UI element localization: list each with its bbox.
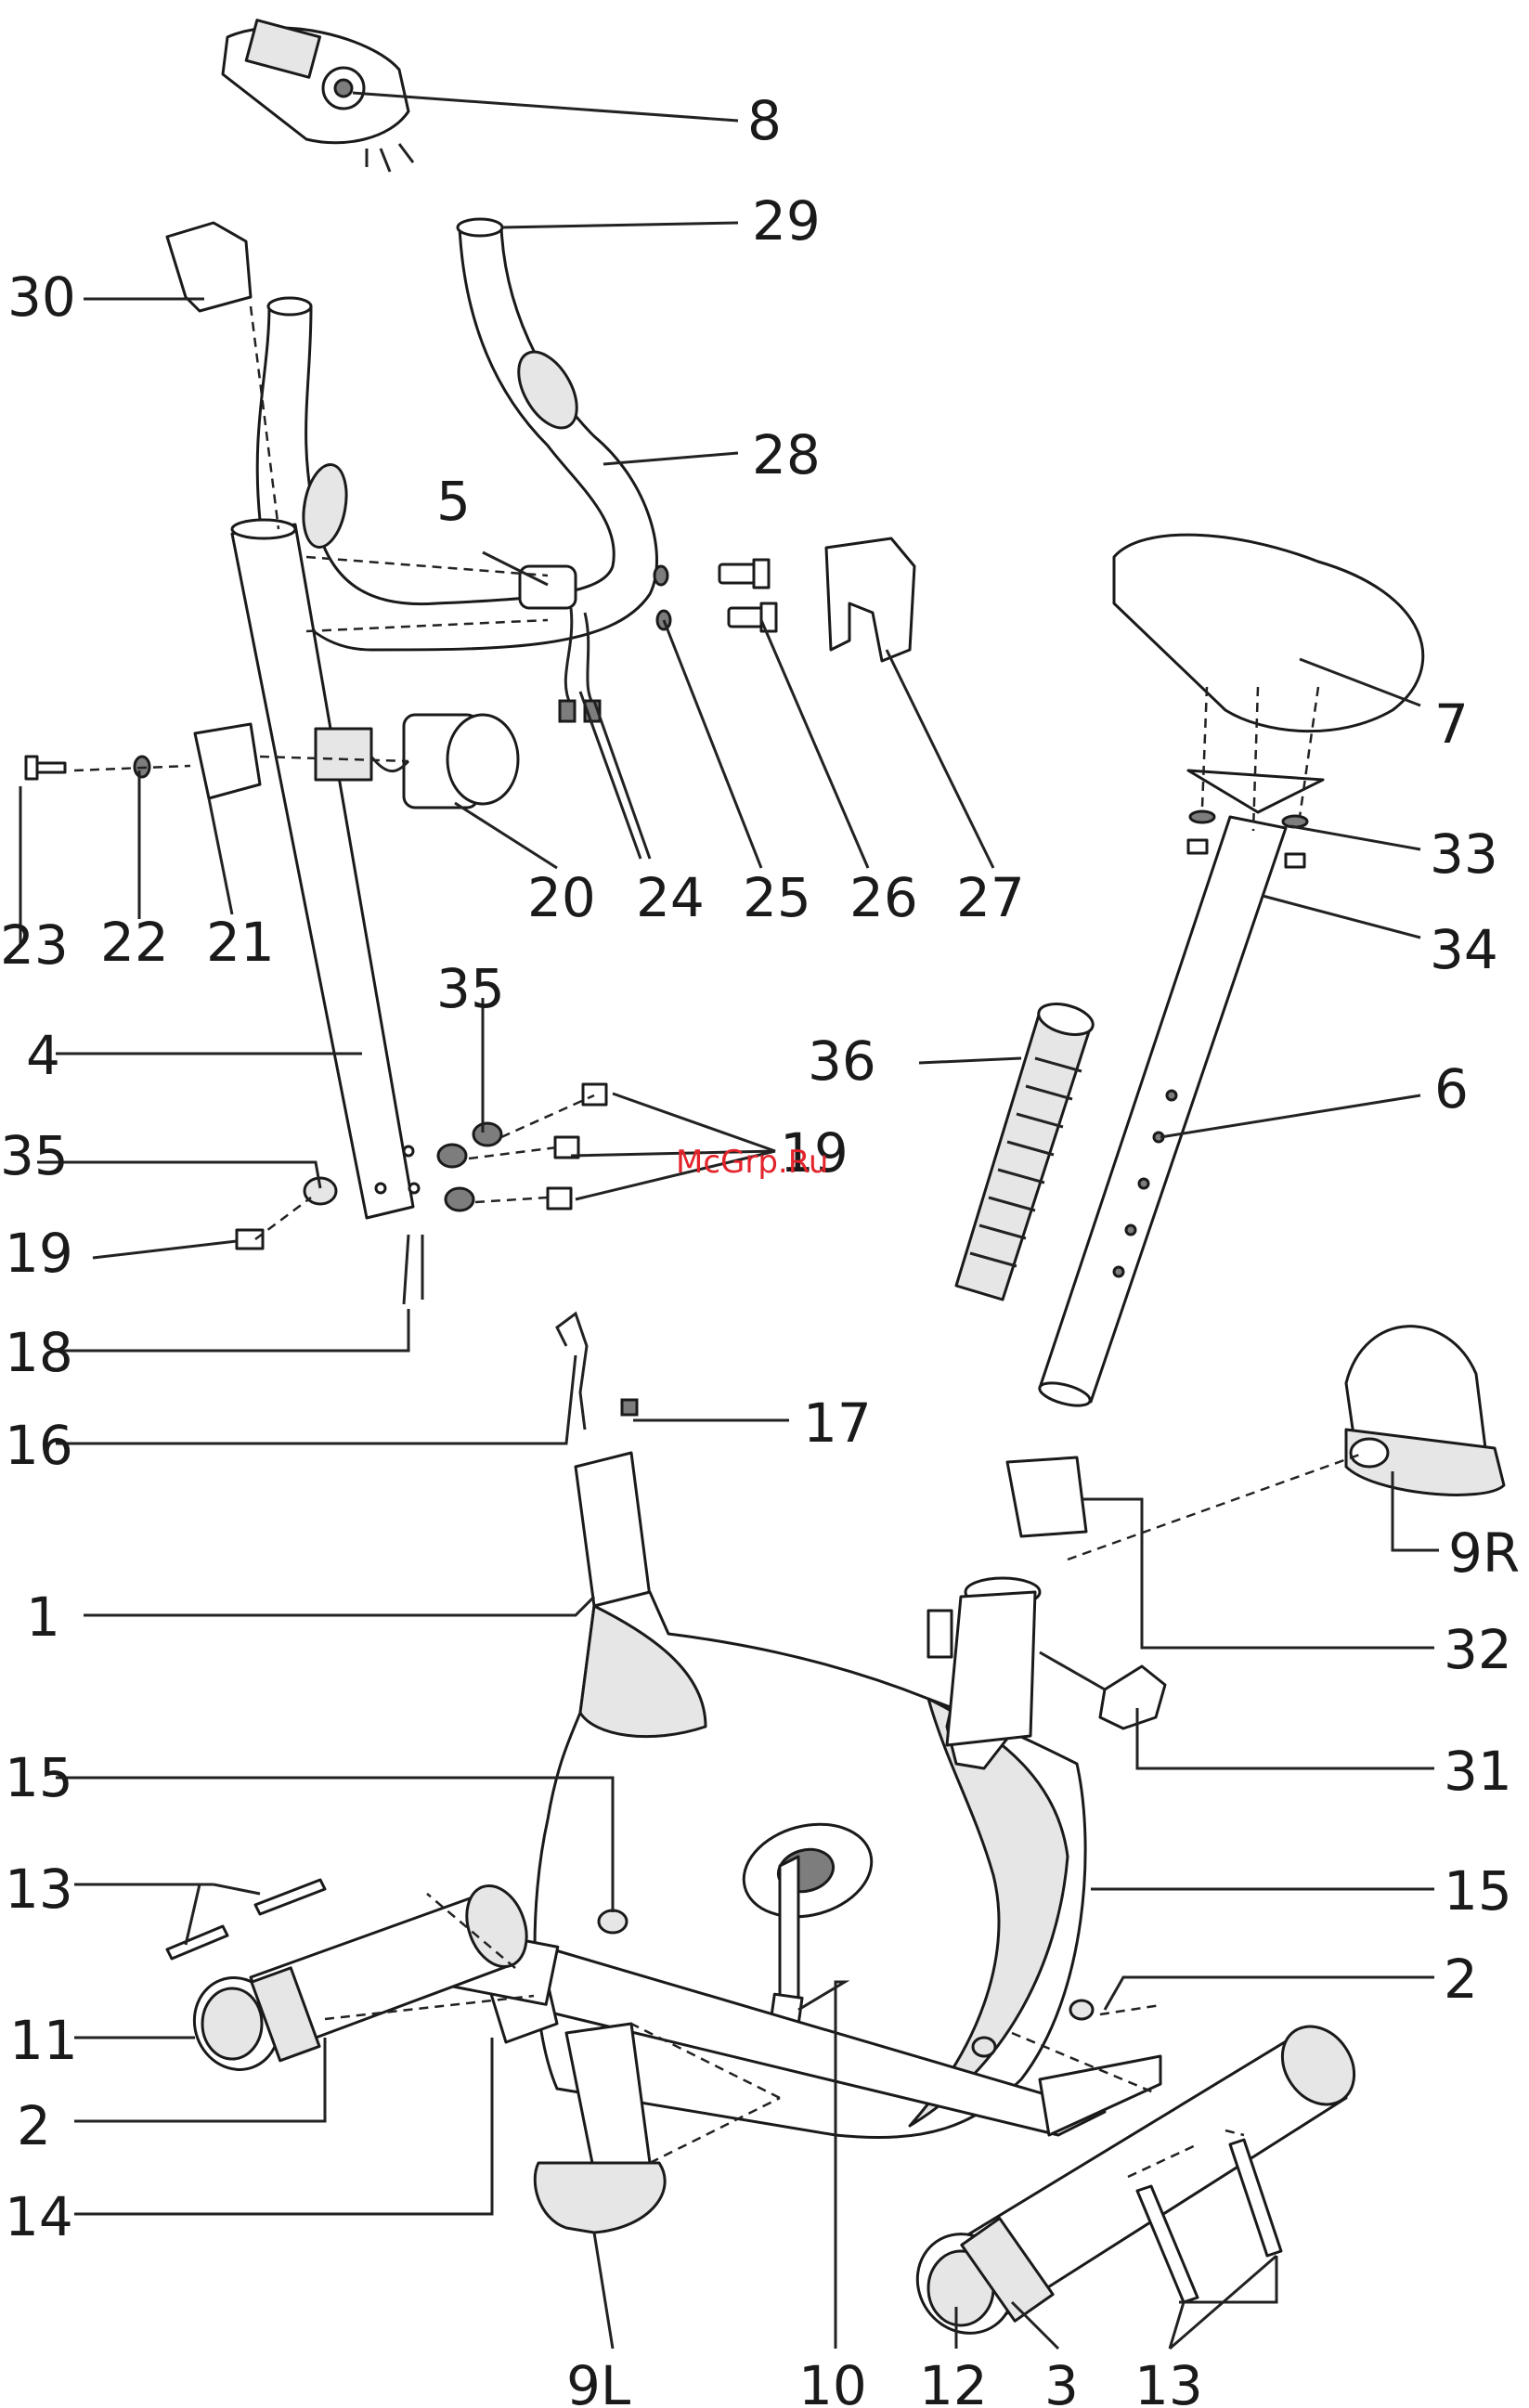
callout-14-right: 2 [1444, 1948, 1478, 2011]
callout-28: 28 [752, 423, 821, 486]
callout-8: 8 [747, 89, 782, 152]
callout-32: 32 [1444, 1618, 1512, 1681]
callout-30: 30 [7, 265, 76, 329]
callout-35-top: 35 [436, 957, 505, 1020]
tension-knob-part [316, 715, 518, 808]
callout-9R: 9R [1448, 1521, 1520, 1585]
right-pedal-part [1346, 1327, 1504, 1495]
bracket-part [195, 724, 260, 798]
seat-post-part [1037, 817, 1286, 1410]
post-bushing-part [1007, 1457, 1086, 1536]
watermark: McGrp.Ru [676, 1144, 828, 1181]
bellows-part [956, 999, 1096, 1300]
callout-7: 7 [1434, 693, 1469, 756]
callout-4: 4 [26, 1024, 60, 1087]
callout-15-left: 15 [5, 1746, 73, 1809]
callout-3: 3 [1044, 2354, 1079, 2408]
callout-23: 23 [0, 913, 69, 977]
callout-31: 31 [1444, 1740, 1512, 1803]
callout-33: 33 [1430, 822, 1498, 886]
callout-18: 18 [5, 1321, 73, 1384]
front-stabilizer-part [182, 1877, 575, 2081]
callout-20: 20 [527, 866, 596, 929]
column-screws [404, 1235, 422, 1304]
bolt-washer-small [26, 757, 149, 779]
callout-36: 36 [808, 1029, 876, 1093]
callout-15-right: 15 [1444, 1859, 1512, 1923]
callout-5: 5 [436, 470, 471, 533]
handlebar-part [257, 219, 656, 650]
callout-25: 25 [743, 866, 811, 929]
callout-35-left: 35 [0, 1124, 69, 1187]
callout-27: 27 [956, 866, 1025, 929]
callout-1: 1 [26, 1586, 60, 1649]
callout-19-left: 19 [5, 1222, 73, 1285]
callout-17: 17 [803, 1392, 872, 1455]
callout-9L: 9L [566, 2354, 630, 2408]
callout-24: 24 [636, 866, 705, 929]
callout-29: 29 [752, 189, 821, 252]
callout-13-left: 13 [5, 1858, 73, 1921]
handlebar-bolts [654, 560, 776, 631]
callout-6: 6 [1434, 1057, 1469, 1120]
callout-34: 34 [1430, 918, 1498, 981]
callout-10: 10 [798, 2354, 867, 2408]
callout-12: 12 [919, 2354, 988, 2408]
seat-part [1114, 535, 1423, 731]
callout-16: 16 [5, 1414, 73, 1477]
column-bolts [237, 1084, 606, 1249]
handlebar-clamp-part [826, 538, 914, 661]
callout-22: 22 [100, 911, 169, 974]
callout-26: 26 [849, 866, 918, 929]
callout-21: 21 [206, 911, 275, 974]
callout-11: 11 [9, 2009, 78, 2072]
callout-2: 2 [17, 2094, 51, 2157]
callout-14-left: 14 [5, 2185, 73, 2248]
callout-13-right: 13 [1134, 2354, 1203, 2408]
